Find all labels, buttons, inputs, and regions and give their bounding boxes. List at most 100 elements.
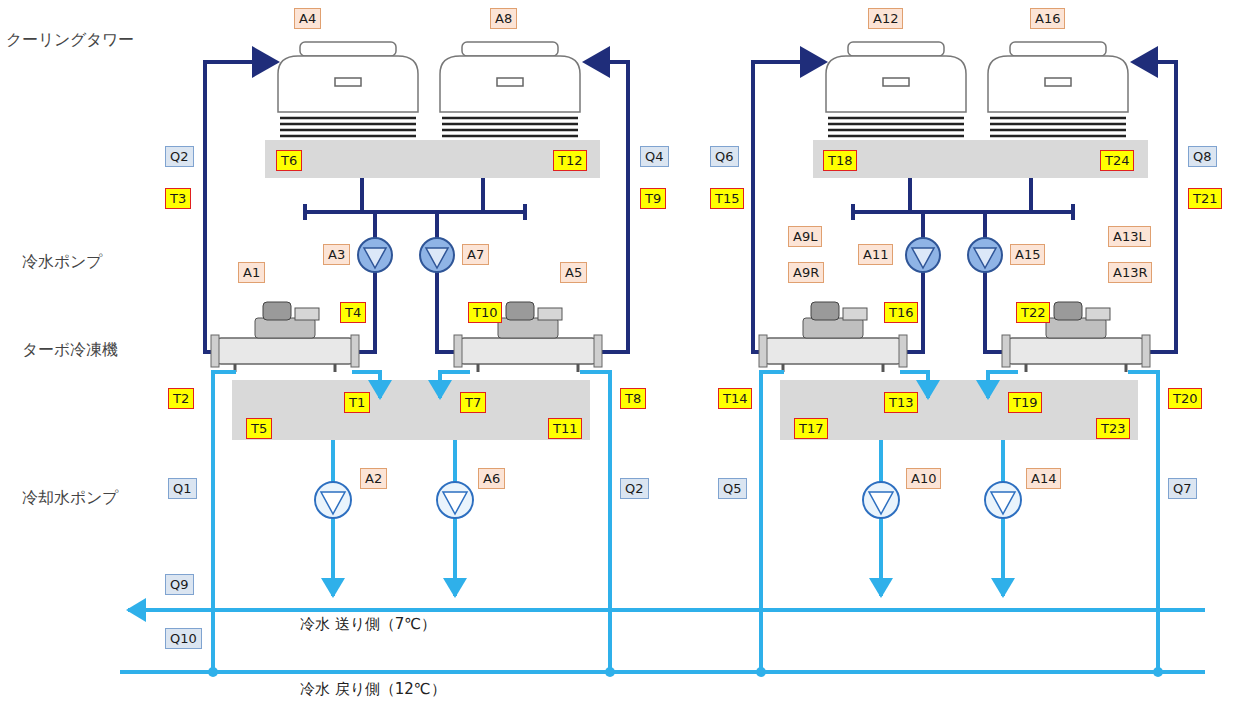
- callout-text: Q5: [723, 481, 742, 496]
- callout-text: T7: [465, 395, 481, 410]
- sensor-callout: A13L: [1108, 226, 1151, 247]
- callout-text: A4: [299, 11, 316, 26]
- temperature-callout: T22: [1016, 302, 1050, 323]
- line-label: 冷水 送り側（7℃）: [300, 615, 436, 634]
- callout-text: T16: [889, 305, 913, 320]
- callout-text: A13R: [1113, 265, 1147, 280]
- callout-text: Q6: [715, 149, 734, 164]
- supply-line: [128, 608, 1205, 612]
- callout-text: A11: [863, 247, 888, 262]
- callout-text: A2: [365, 471, 382, 486]
- temperature-callout: T9: [640, 188, 666, 209]
- sensor-callout: A12: [868, 8, 903, 29]
- callout-text: A1: [243, 265, 260, 280]
- callout-text: T18: [828, 153, 852, 168]
- callout-text: T14: [723, 391, 747, 406]
- temperature-callout: T20: [1168, 388, 1202, 409]
- row-label: クーリングタワー: [6, 30, 134, 51]
- callout-text: T12: [558, 153, 582, 168]
- temperature-callout: T3: [165, 188, 191, 209]
- sensor-callout: A1: [238, 262, 265, 283]
- line-label: 冷水 戻り側（12℃）: [300, 680, 446, 699]
- temperature-callout: T18: [823, 150, 857, 171]
- callout-text: T22: [1021, 305, 1045, 320]
- flow-callout: Q6: [710, 146, 739, 167]
- sensor-callout: A6: [478, 468, 505, 489]
- sensor-callout: A15: [1010, 244, 1045, 265]
- callout-text: A5: [565, 265, 582, 280]
- temperature-callout: T24: [1100, 150, 1134, 171]
- flow-callout: Q7: [1168, 478, 1197, 499]
- callout-text: Q2: [625, 481, 644, 496]
- flow-callout: Q10: [165, 628, 202, 649]
- temperature-callout: T17: [794, 418, 828, 439]
- row-label: ターボ冷凍機: [22, 340, 118, 361]
- temperature-callout: T8: [620, 388, 646, 409]
- callout-text: A15: [1015, 247, 1040, 262]
- callout-text: Q7: [1173, 481, 1192, 496]
- callout-text: T21: [1193, 191, 1217, 206]
- sensor-callout: A7: [462, 244, 489, 265]
- callout-text: A3: [328, 247, 345, 262]
- temperature-callout: T19: [1008, 392, 1042, 413]
- flow-callout: Q9: [165, 574, 194, 595]
- temperature-callout: T14: [718, 388, 752, 409]
- temperature-callout: T23: [1096, 418, 1130, 439]
- callout-text: A13L: [1113, 229, 1146, 244]
- left-plant: [205, 42, 628, 677]
- callout-text: Q4: [645, 149, 664, 164]
- callout-text: A7: [467, 247, 484, 262]
- callout-text: A12: [873, 11, 898, 26]
- callout-text: T1: [349, 395, 365, 410]
- sensor-callout: A2: [360, 468, 387, 489]
- return-line: [120, 670, 1205, 674]
- temperature-callout: T12: [553, 150, 587, 171]
- sensor-callout: A9L: [788, 226, 822, 247]
- temperature-callout: T7: [460, 392, 486, 413]
- temperature-callout: T5: [246, 418, 272, 439]
- sensor-callout: A8: [490, 8, 517, 29]
- callout-text: Q10: [170, 631, 197, 646]
- temperature-callout: T10: [468, 302, 502, 323]
- temperature-callout: T1: [344, 392, 370, 413]
- temperature-callout: T16: [884, 302, 918, 323]
- temperature-callout: T21: [1188, 188, 1222, 209]
- row-label: 冷水ポンプ: [22, 252, 102, 273]
- sensor-callout: A5: [560, 262, 587, 283]
- callout-text: T4: [345, 305, 361, 320]
- callout-text: T6: [281, 153, 297, 168]
- callout-text: A8: [495, 11, 512, 26]
- callout-text: Q2: [170, 149, 189, 164]
- callout-text: A14: [1031, 471, 1056, 486]
- callout-text: T8: [625, 391, 641, 406]
- temperature-callout: T6: [276, 150, 302, 171]
- flow-callout: Q2: [165, 146, 194, 167]
- flow-callout: Q5: [718, 478, 747, 499]
- flow-callout: Q1: [168, 478, 197, 499]
- callout-text: T20: [1173, 391, 1197, 406]
- sensor-callout: A9R: [788, 262, 824, 283]
- sensor-callout: A3: [323, 244, 350, 265]
- callout-text: T5: [251, 421, 267, 436]
- sensor-callout: A13R: [1108, 262, 1152, 283]
- callout-text: Q1: [173, 481, 192, 496]
- row-label: 冷却水ポンプ: [22, 488, 118, 509]
- flow-callout: Q8: [1188, 146, 1217, 167]
- temperature-callout: T11: [548, 418, 582, 439]
- sensor-callout: A10: [906, 468, 941, 489]
- callout-text: A10: [911, 471, 936, 486]
- callout-text: T3: [170, 191, 186, 206]
- callout-text: A6: [483, 471, 500, 486]
- callout-text: T19: [1013, 395, 1037, 410]
- callout-text: T23: [1101, 421, 1125, 436]
- callout-text: T17: [799, 421, 823, 436]
- callout-text: T11: [553, 421, 577, 436]
- callout-text: T24: [1105, 153, 1129, 168]
- temperature-callout: T13: [884, 392, 918, 413]
- temperature-callout: T15: [710, 188, 744, 209]
- callout-text: Q9: [170, 577, 189, 592]
- flow-callout: Q4: [640, 146, 669, 167]
- temperature-callout: T4: [340, 302, 366, 323]
